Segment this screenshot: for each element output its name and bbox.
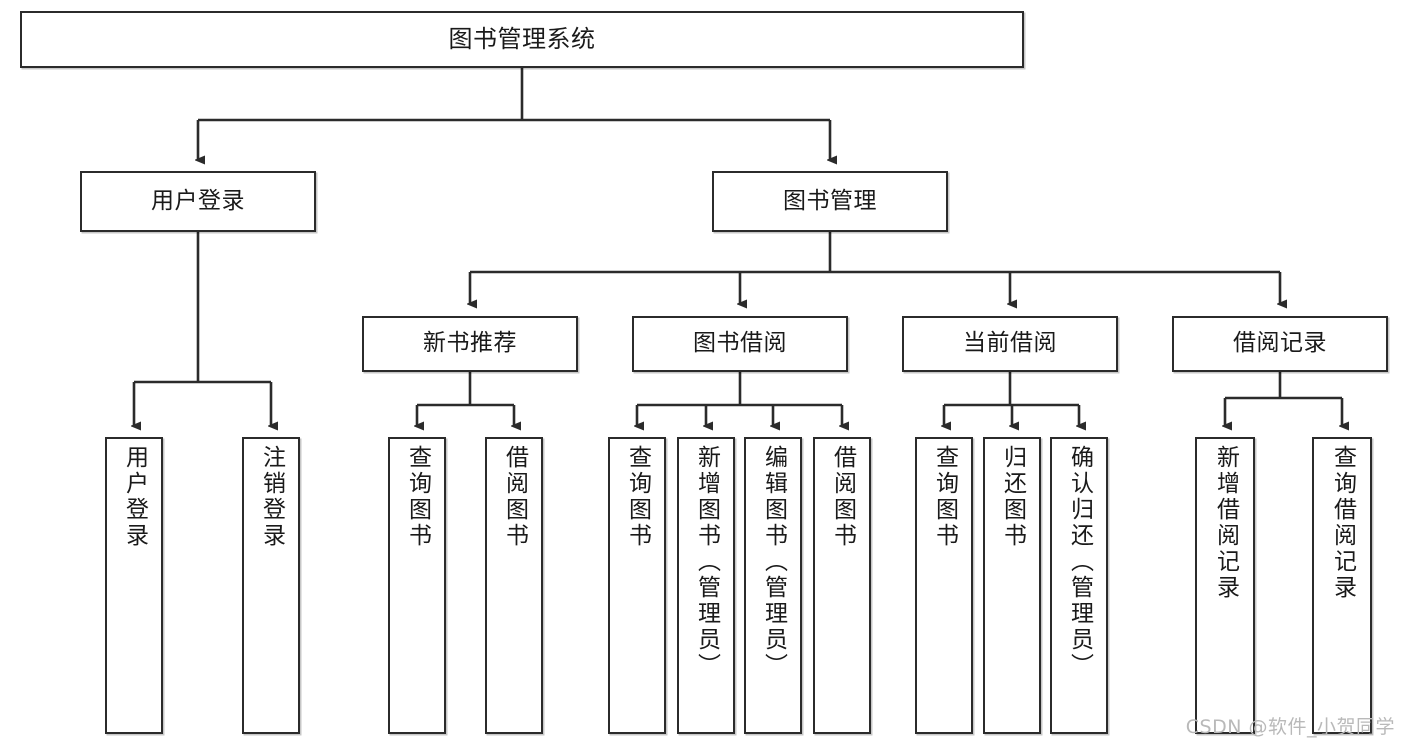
leaf-record-query-record-label: 查询借阅记录: [1329, 445, 1356, 601]
leaf-current-return-book-label: 归还图书: [999, 445, 1026, 549]
leaf-current-confirm-return[interactable]: 确认归还（管理员）: [1050, 437, 1108, 734]
node-borrow-record-label: 借阅记录: [1233, 330, 1327, 357]
node-new-book-recommend-label: 新书推荐: [423, 330, 517, 357]
leaf-record-add-record[interactable]: 新增借阅记录: [1195, 437, 1255, 734]
leaf-user-login-signout[interactable]: 注销登录: [242, 437, 300, 734]
node-book-borrow[interactable]: 图书借阅: [632, 316, 848, 372]
node-user-login[interactable]: 用户登录: [80, 171, 316, 232]
leaf-borrow-edit-book-label: 编辑图书（管理员）: [760, 445, 787, 679]
leaf-user-login-signout-label: 注销登录: [258, 445, 285, 549]
node-new-book-recommend[interactable]: 新书推荐: [362, 316, 578, 372]
node-root[interactable]: 图书管理系统: [20, 11, 1024, 68]
leaf-record-query-record[interactable]: 查询借阅记录: [1312, 437, 1372, 734]
leaf-borrow-add-book-label: 新增图书（管理员）: [693, 445, 720, 679]
leaf-recommend-borrow-book[interactable]: 借阅图书: [485, 437, 543, 734]
leaf-borrow-borrow-book[interactable]: 借阅图书: [813, 437, 871, 734]
node-book-management-label: 图书管理: [783, 187, 877, 214]
leaf-borrow-borrow-book-label: 借阅图书: [829, 445, 856, 549]
node-book-borrow-label: 图书借阅: [693, 330, 787, 357]
node-root-label: 图书管理系统: [448, 25, 596, 54]
leaf-recommend-query-book[interactable]: 查询图书: [388, 437, 446, 734]
leaf-user-login-signin[interactable]: 用户登录: [105, 437, 163, 734]
leaf-borrow-query-book-label: 查询图书: [624, 445, 651, 549]
leaf-current-query-book-label: 查询图书: [931, 445, 958, 549]
leaf-user-login-signin-label: 用户登录: [121, 445, 148, 549]
leaf-current-confirm-return-label: 确认归还（管理员）: [1066, 445, 1093, 679]
leaf-record-add-record-label: 新增借阅记录: [1212, 445, 1239, 601]
node-book-management[interactable]: 图书管理: [712, 171, 948, 232]
node-user-login-label: 用户登录: [151, 187, 245, 214]
node-current-borrow-label: 当前借阅: [963, 330, 1057, 357]
leaf-current-query-book[interactable]: 查询图书: [915, 437, 973, 734]
leaf-borrow-edit-book[interactable]: 编辑图书（管理员）: [744, 437, 802, 734]
leaf-recommend-query-book-label: 查询图书: [404, 445, 431, 549]
leaf-current-return-book[interactable]: 归还图书: [983, 437, 1041, 734]
leaf-borrow-query-book[interactable]: 查询图书: [608, 437, 666, 734]
node-current-borrow[interactable]: 当前借阅: [902, 316, 1118, 372]
node-borrow-record[interactable]: 借阅记录: [1172, 316, 1388, 372]
csdn-watermark: CSDN @软件_小贺同学: [1185, 716, 1395, 738]
leaf-recommend-borrow-book-label: 借阅图书: [501, 445, 528, 549]
leaf-borrow-add-book[interactable]: 新增图书（管理员）: [677, 437, 735, 734]
